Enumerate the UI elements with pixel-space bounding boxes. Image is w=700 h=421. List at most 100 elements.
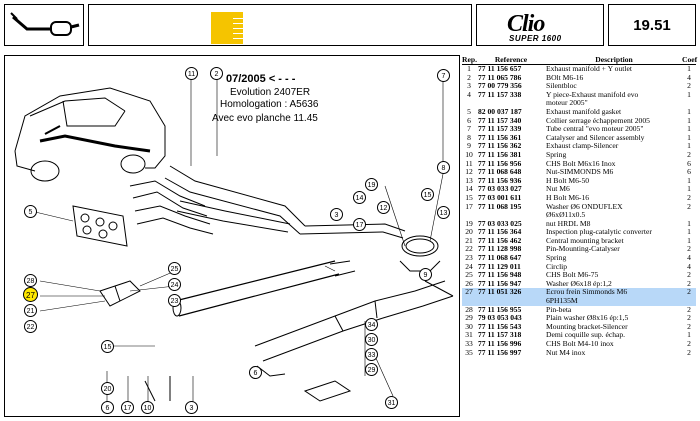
rep-cell: 27 — [465, 287, 473, 297]
exhaust-icon-box — [4, 4, 84, 46]
coef-cell: 1 — [687, 218, 691, 228]
reference-cell: 77 03 033 025 — [478, 218, 522, 228]
yellow-band-box — [88, 4, 472, 46]
description-cell: nut HRDL M8 — [546, 218, 591, 228]
description-cell: Spring — [546, 149, 567, 159]
description-cell: Washer Ø6 ONDUFLEX — [546, 201, 623, 211]
reference-cell: 77 11 156 462 — [478, 235, 522, 245]
rep-cell: 13 — [465, 175, 473, 185]
callout: 12 — [377, 201, 390, 214]
reference-cell: 77 03 001 611 — [478, 192, 522, 202]
reference-cell: 77 11 129 011 — [478, 261, 521, 271]
callout: 20 — [101, 382, 114, 395]
callout: 9 — [419, 268, 432, 281]
silencer-drawing — [254, 280, 454, 377]
reference-cell: 77 03 033 027 — [478, 184, 522, 194]
rep-cell: 6 — [467, 115, 471, 125]
reference-cell: 77 11 065 786 — [478, 72, 522, 82]
planche-label: Avec evo planche 11.45 — [212, 113, 318, 124]
description-cell: Inspection plug-catalytic converter — [546, 227, 652, 237]
bracket-drawing — [99, 280, 141, 307]
reference-cell: 77 11 051 326 — [478, 287, 522, 297]
rep-cell: 15 — [465, 192, 473, 202]
rep-cell: 22 — [465, 244, 473, 254]
callout: 13 — [437, 206, 450, 219]
coef-cell: 2 — [687, 270, 691, 280]
coef-cell: 1 — [687, 64, 691, 73]
reference-cell: 77 11 156 955 — [478, 304, 522, 314]
callout: 15 — [101, 340, 114, 353]
reference-cell: 77 11 157 318 — [478, 330, 522, 340]
description-cell: Y piece-Exhaust manifold evo — [546, 89, 639, 99]
description-cell: BOlt M6-16 — [546, 72, 584, 82]
callout: 14 — [353, 191, 366, 204]
coef-cell: 6 — [687, 167, 691, 177]
reference-cell: 77 11 156 381 — [478, 149, 522, 159]
table-row: moteur 2005" — [462, 99, 696, 108]
rep-cell: 35 — [465, 347, 473, 357]
rep-cell: 29 — [465, 313, 473, 323]
reference-cell: 77 11 156 362 — [478, 141, 522, 151]
reference-cell: 77 11 156 956 — [478, 158, 522, 168]
coef-cell: 1 — [687, 175, 691, 185]
description-cell: Tube central "evo moteur 2005" — [546, 124, 644, 134]
callout: 10 — [141, 401, 154, 414]
manifold-drawing — [129, 180, 214, 235]
coef-cell: 2 — [687, 81, 691, 91]
description-cell: Circlip — [546, 261, 568, 271]
coef-cell: 2 — [687, 313, 691, 323]
description-cell: CHS Bolt M6x16 Inox — [546, 158, 616, 168]
rep-cell: 24 — [465, 261, 473, 271]
rep-cell: 30 — [465, 321, 473, 331]
callout: 23 — [168, 294, 181, 307]
description-cell: Nut M6 — [546, 184, 570, 194]
callout: 15 — [421, 188, 434, 201]
gasket-drawing — [72, 205, 128, 247]
col-rep: Rep. — [462, 55, 477, 64]
col-coef: Coef — [682, 55, 698, 64]
reference-cell: 77 11 156 657 — [478, 64, 522, 73]
rep-cell: 1 — [467, 64, 471, 73]
rep-cell: 23 — [465, 253, 473, 263]
clamp-drawing — [399, 235, 441, 272]
coef-cell: 1 — [687, 235, 691, 245]
description-cell: CHS Bolt M4-10 inox — [546, 339, 614, 348]
coef-cell: 2 — [687, 201, 691, 211]
reference-cell: 77 11 157 338 — [478, 89, 522, 99]
table-row: 30 77 11 156 543 Mounting bracket-Silencer… — [462, 321, 696, 332]
rep-cell: 20 — [465, 227, 473, 237]
coef-cell: 2 — [687, 347, 691, 357]
half-shell-drawing — [144, 376, 352, 402]
col-description: Description — [595, 55, 633, 64]
coef-cell: 1 — [687, 132, 691, 142]
rep-cell: 7 — [467, 124, 471, 134]
coef-cell: 6 — [687, 158, 691, 168]
callout: 7 — [437, 69, 450, 82]
coef-cell: 2 — [687, 149, 691, 159]
coef-cell: 1 — [687, 115, 691, 125]
coef-cell: 2 — [687, 287, 691, 297]
callout: 6 — [101, 401, 114, 414]
reference-cell: 79 03 053 043 — [478, 313, 522, 323]
rep-cell: 28 — [465, 304, 473, 314]
description-cell: moteur 2005" — [546, 98, 588, 108]
coef-cell: 2 — [687, 339, 691, 348]
table-row: 19 77 03 033 025 nut HRDL M8 1 — [462, 218, 696, 229]
reference-cell: 77 11 156 543 — [478, 321, 522, 331]
description-cell: Spring — [546, 253, 567, 263]
description-cell: Mounting bracket-Silencer — [546, 321, 628, 331]
reference-cell: 77 11 157 340 — [478, 115, 522, 125]
rep-cell: 19 — [465, 218, 473, 228]
